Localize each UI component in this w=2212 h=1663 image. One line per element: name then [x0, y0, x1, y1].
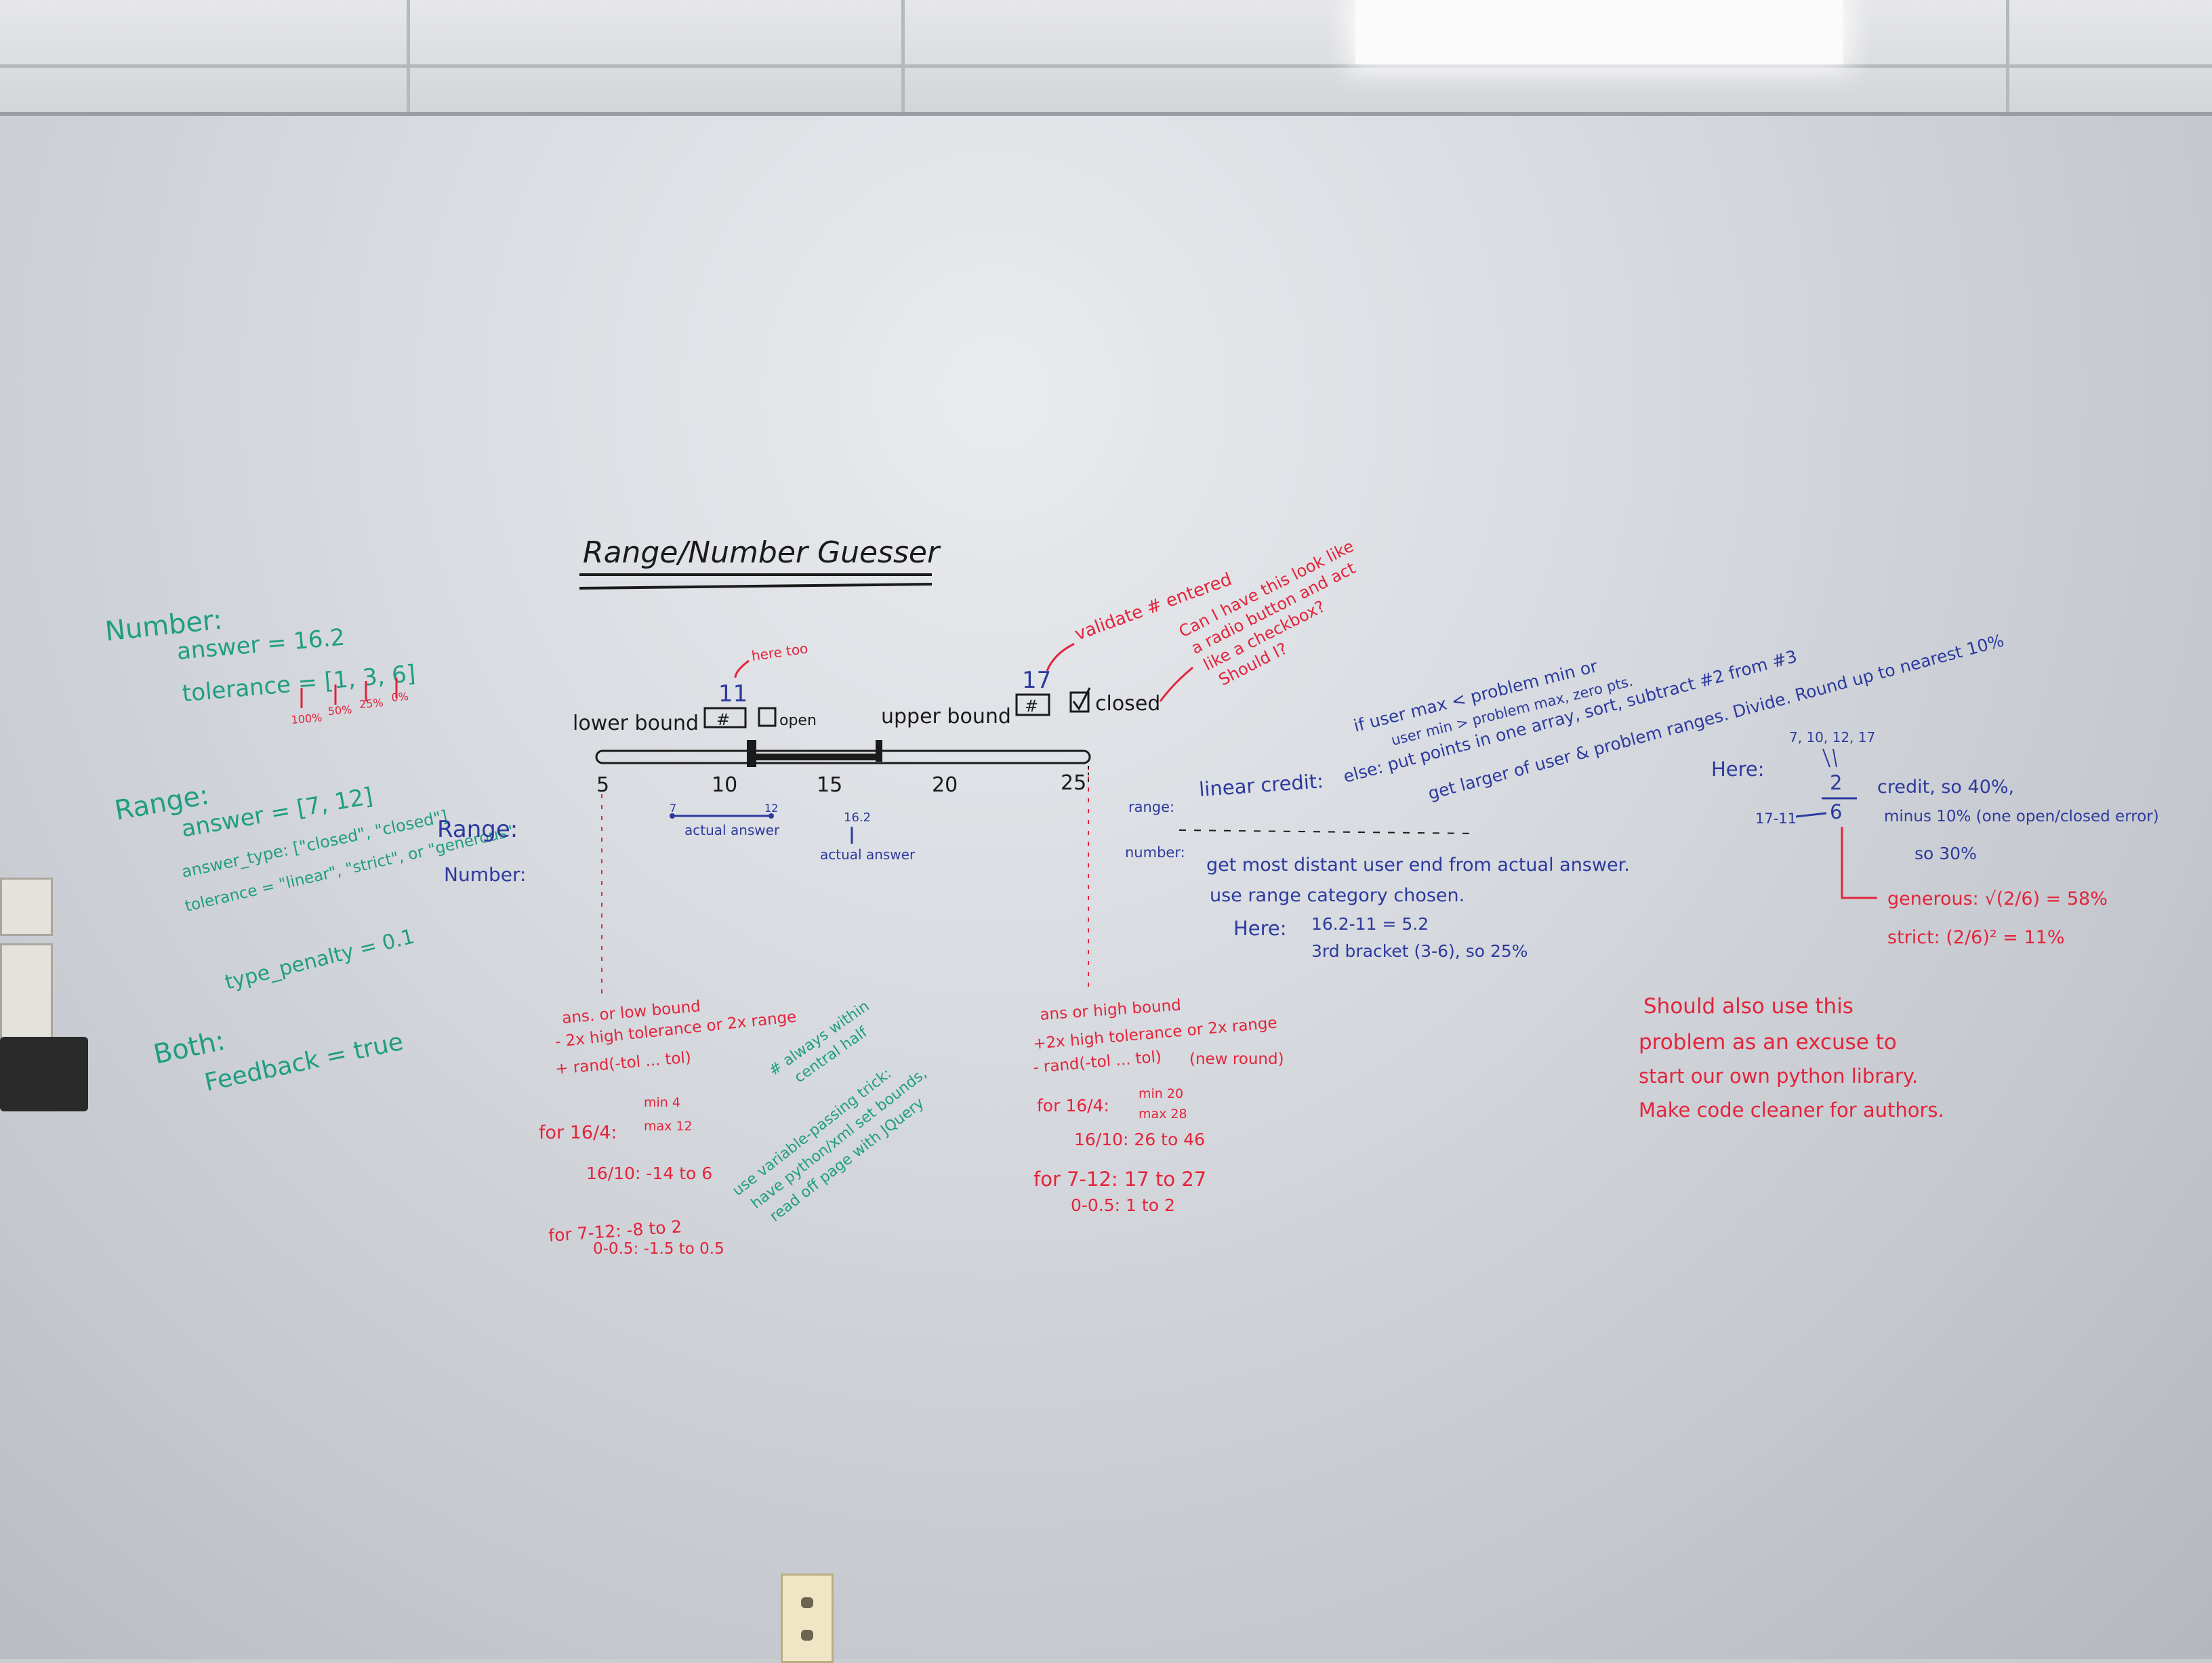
- python-note-line: Make code cleaner for authors.: [1639, 1099, 1944, 1122]
- slider-tick: 15: [817, 773, 842, 797]
- scoring-denominator: 6: [1830, 800, 1842, 823]
- scoring-points: 7, 10, 12, 17: [1789, 729, 1875, 745]
- slider-tick: 25: [1061, 771, 1086, 795]
- tolerance-mark: 25%: [359, 696, 384, 711]
- slider-tick: 5: [596, 773, 609, 797]
- high-bound-note: (new round): [1189, 1050, 1284, 1068]
- upper-bound-label: upper bound: [881, 705, 1011, 728]
- lower-bound-label: lower bound: [573, 712, 699, 735]
- number-calc: 16.2-11 = 5.2: [1311, 914, 1429, 934]
- low-bound-case: 16/10: -14 to 6: [586, 1164, 712, 1183]
- number-rule-line: use range category chosen.: [1210, 885, 1465, 906]
- actual-range-end: 12: [764, 802, 778, 815]
- check-mark-icon: [1072, 687, 1091, 711]
- scoring-divider: [1179, 829, 1478, 834]
- tolerance-mark: 0%: [391, 690, 409, 704]
- control-panel: [0, 943, 53, 1049]
- slider-track[interactable]: [595, 750, 1091, 764]
- low-bound-case: for 16/4:: [539, 1122, 617, 1143]
- scoring-credit: credit, so 40%,: [1877, 777, 2014, 798]
- low-bound-case: max 12: [644, 1119, 693, 1134]
- low-bound-note: + rand(-tol ... tol): [554, 1049, 692, 1078]
- scoring-range-label: range:: [1128, 799, 1174, 815]
- both-spec-heading: Both:: [151, 1025, 228, 1071]
- high-bound-case: for 7-12: 17 to 27: [1033, 1168, 1206, 1191]
- actual-number-value: 16.2: [844, 810, 871, 825]
- python-note-line: Should also use this: [1643, 994, 1853, 1019]
- upper-bound-value: 17: [1022, 667, 1051, 694]
- side-label-number: Number:: [444, 863, 526, 886]
- high-bound-case: min 20: [1139, 1086, 1183, 1101]
- actual-range-start: 7: [670, 802, 676, 815]
- scoring-generous: generous: √(2/6) = 58%: [1887, 888, 2108, 909]
- lower-field-symbol: #: [716, 710, 730, 729]
- ceiling-grid-line: [2006, 0, 2009, 112]
- light-switch-panel: [0, 878, 53, 936]
- tolerance-mark: 50%: [327, 703, 352, 718]
- thermostat: [0, 1037, 88, 1111]
- high-bound-case: max 28: [1139, 1107, 1187, 1122]
- scoring-minus: minus 10% (one open/closed error): [1884, 808, 2159, 825]
- here-too-note: here too: [750, 640, 808, 664]
- upper-bound-field[interactable]: [1015, 693, 1050, 716]
- scoring-here-label: Here:: [1711, 758, 1765, 781]
- slider-tick: 20: [932, 773, 958, 797]
- linear-credit-label: linear credit:: [1198, 769, 1324, 801]
- slider-selected-range: [751, 754, 880, 760]
- ceiling-grid-line: [901, 0, 905, 112]
- high-bound-case: for 16/4:: [1037, 1096, 1109, 1115]
- high-bound-case: 16/10: 26 to 46: [1074, 1130, 1205, 1149]
- generous-arrow: [1841, 827, 1877, 899]
- tolerance-mark: 100%: [291, 711, 323, 726]
- python-note-line: start our own python library.: [1639, 1065, 1918, 1088]
- lower-bound-value: 11: [718, 680, 747, 707]
- closed-checkbox[interactable]: [1069, 691, 1090, 713]
- low-bound-case: 0-0.5: -1.5 to 0.5: [593, 1240, 724, 1258]
- open-label: open: [779, 712, 817, 729]
- ceiling-grid-line: [407, 0, 410, 112]
- number-here-label: Here:: [1233, 917, 1287, 940]
- whiteboard-wall: [0, 116, 2212, 1659]
- closed-label: closed: [1095, 692, 1160, 716]
- scoring-so30: so 30%: [1914, 844, 1977, 863]
- high-bound-case: 0-0.5: 1 to 2: [1071, 1195, 1175, 1215]
- actual-number-label: actual answer: [820, 846, 916, 863]
- low-bound-case: min 4: [644, 1095, 680, 1110]
- number-bracket: 3rd bracket (3-6), so 25%: [1311, 941, 1528, 961]
- board-title: Range/Number Guesser: [583, 535, 941, 570]
- trick-note: have python/xml set bounds,: [748, 1065, 930, 1212]
- slider-lower-handle[interactable]: [747, 740, 756, 767]
- scoring-numerator: 2: [1830, 771, 1842, 794]
- actual-range-label: actual answer: [684, 822, 780, 838]
- type-penalty: type_penalty = 0.1: [222, 924, 417, 994]
- high-bound-note: ans or high bound: [1040, 996, 1182, 1023]
- python-note-line: problem as an excuse to: [1639, 1030, 1897, 1054]
- scoring-strict: strict: (2/6)² = 11%: [1887, 927, 2065, 948]
- high-bound-note: - rand(-tol ... tol): [1032, 1048, 1162, 1077]
- number-rule-line: get most distant user end from actual an…: [1206, 855, 1630, 876]
- slider-upper-handle[interactable]: [876, 740, 882, 762]
- upper-field-symbol: #: [1025, 697, 1038, 716]
- side-label-range: Range:: [437, 816, 518, 843]
- lower-bound-field[interactable]: [703, 707, 747, 728]
- ceiling-grid-line: [0, 64, 2212, 68]
- scoring-number-label: number:: [1125, 844, 1185, 861]
- slider-tick: 10: [712, 773, 737, 797]
- scoring-diff: 17-11: [1755, 810, 1797, 827]
- tolerance-arrows: [300, 678, 398, 708]
- ceiling: [0, 0, 2212, 116]
- open-checkbox[interactable]: [758, 707, 777, 727]
- feedback-setting: Feedback = true: [202, 1028, 405, 1097]
- ceiling-light: [1355, 0, 1843, 64]
